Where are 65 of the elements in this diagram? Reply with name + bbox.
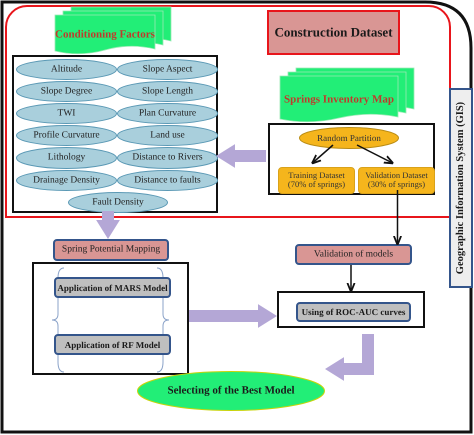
process-box bbox=[295, 244, 412, 265]
node-label: TWI bbox=[56, 108, 76, 119]
arrow bbox=[346, 265, 356, 293]
factor-ellipse bbox=[16, 147, 117, 169]
container-box bbox=[32, 262, 189, 375]
node-label: Validation of models bbox=[312, 249, 394, 260]
container-box bbox=[277, 291, 425, 328]
document-shape bbox=[55, 7, 171, 53]
container-box bbox=[268, 123, 435, 195]
factor-ellipse bbox=[117, 125, 218, 146]
method-box bbox=[54, 334, 171, 355]
partition-ellipse bbox=[299, 127, 399, 149]
block-arrow bbox=[189, 304, 277, 328]
side-panel bbox=[449, 88, 473, 288]
process-box bbox=[53, 239, 169, 261]
factor-ellipse bbox=[16, 170, 117, 191]
node-label: Spring Potential Mapping bbox=[60, 244, 162, 256]
node-label: Springs Inventory Map bbox=[282, 93, 396, 106]
factor-ellipse bbox=[16, 81, 117, 102]
block-arrow bbox=[96, 211, 120, 239]
node-label: Slope Degree bbox=[40, 86, 94, 97]
factor-ellipse bbox=[16, 59, 117, 80]
title-box bbox=[267, 10, 400, 55]
method-box bbox=[54, 277, 171, 298]
factor-ellipse bbox=[68, 192, 168, 213]
factor-ellipse bbox=[117, 170, 218, 191]
node-label: Validation Dataset (30% of springs) bbox=[364, 170, 429, 190]
node-label: Drainage Density bbox=[32, 175, 101, 186]
factor-ellipse bbox=[117, 81, 218, 102]
arrow bbox=[393, 190, 402, 246]
factor-ellipse bbox=[117, 59, 218, 80]
container-box bbox=[12, 55, 218, 213]
node-label: Profile Curvature bbox=[32, 130, 101, 141]
node-label: Altitude bbox=[50, 64, 84, 75]
factor-ellipse bbox=[16, 103, 117, 124]
node-label: Random Partition bbox=[316, 132, 382, 144]
node-label: Lithology bbox=[46, 152, 86, 164]
arrow bbox=[310, 144, 334, 164]
node-label: Selecting of the Best Model bbox=[166, 384, 296, 398]
node-label: Slope Length bbox=[141, 86, 194, 97]
node-label: Application of MARS Model bbox=[56, 282, 169, 293]
node-label: Application of RF Model bbox=[64, 339, 162, 350]
node-label: Using of ROC-AUC curves bbox=[300, 306, 406, 318]
arrow bbox=[356, 144, 394, 164]
node-label: Construction Dataset bbox=[273, 25, 394, 40]
node-label: Land use bbox=[149, 130, 186, 141]
node-label: Conditioning Factors bbox=[55, 28, 155, 41]
region-outline bbox=[5, 5, 451, 218]
node-label: Distance to faults bbox=[133, 175, 202, 186]
node-label: Plan Curvature bbox=[138, 108, 198, 119]
dataset-box bbox=[278, 167, 355, 194]
block-arrow bbox=[216, 144, 266, 168]
method-box bbox=[296, 302, 411, 322]
factor-ellipse bbox=[117, 103, 218, 124]
node-label: Slope Aspect bbox=[142, 64, 194, 75]
node-label: Training Dataset (70% of springs) bbox=[286, 170, 346, 190]
block-arrow bbox=[325, 334, 374, 381]
result-ellipse bbox=[137, 371, 325, 411]
node-label: Distance to Rivers bbox=[131, 152, 204, 164]
dataset-box bbox=[358, 167, 435, 194]
factor-ellipse bbox=[16, 125, 117, 146]
node-label: Fault Density bbox=[91, 197, 145, 208]
document-shape bbox=[280, 68, 414, 121]
node-label: Geographic Information System (GIS) bbox=[454, 100, 467, 276]
factor-ellipse bbox=[117, 147, 218, 169]
